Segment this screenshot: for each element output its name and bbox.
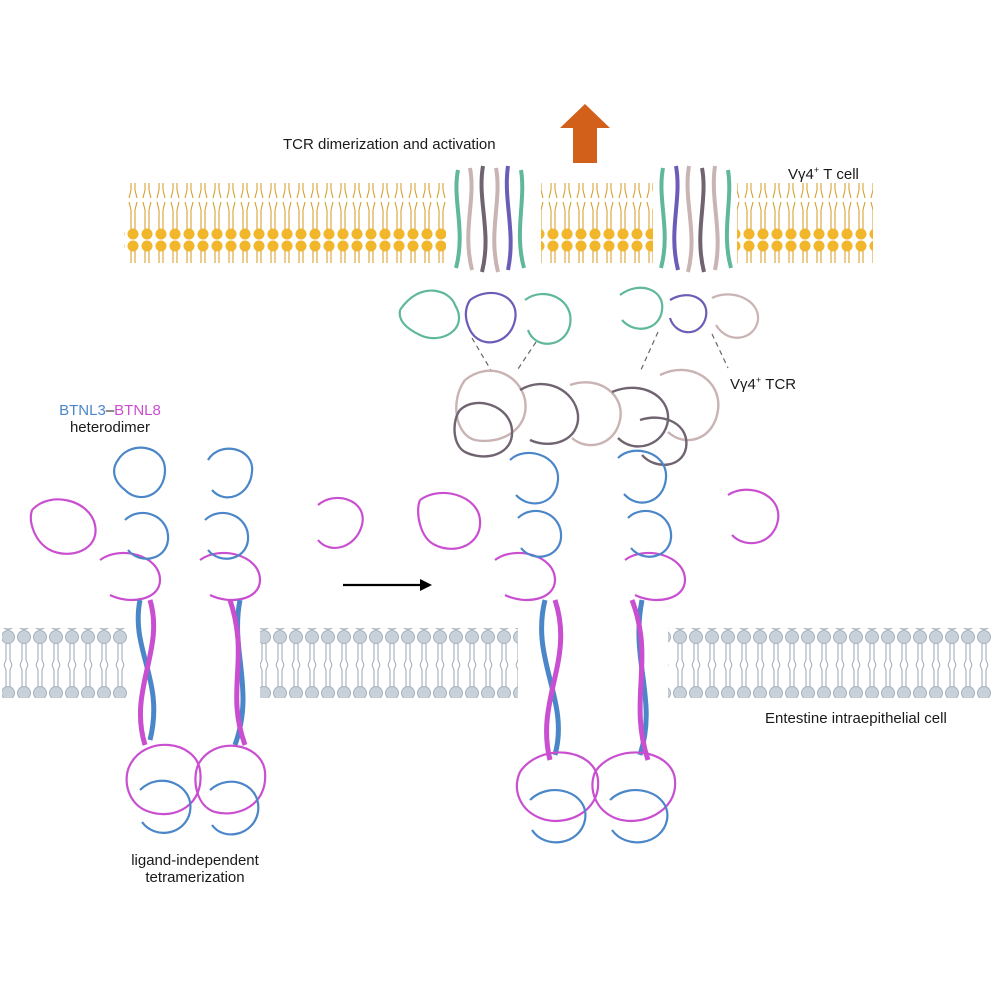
epithelial-membrane xyxy=(2,628,992,698)
btnl-tetramer-right xyxy=(417,449,780,844)
tcr-label: Vγ4+ TCR xyxy=(730,375,797,393)
epithelial-cell-label: Entestine intraepithelial cell xyxy=(765,710,947,727)
tetramerization-label: ligand-independent tetramerization xyxy=(131,852,259,886)
tcr-helix-bundle-left xyxy=(454,165,526,273)
tcr-helix-bundle-right xyxy=(659,165,733,273)
transition-arrow-icon xyxy=(343,579,432,591)
heterodimer-text: heterodimer xyxy=(69,419,151,436)
tcr-activation-label: TCR dimerization and activation xyxy=(283,136,496,153)
t-cell-label: Vγ4+ T cell xyxy=(788,165,859,183)
tcr-linker-lines xyxy=(471,331,729,373)
t-cell-membrane xyxy=(124,183,873,263)
btnl-tetramer-left xyxy=(29,446,364,836)
activation-arrow-icon xyxy=(560,104,610,163)
btnl8-label: BTNL8 xyxy=(114,402,161,419)
heterodimer-label: BTNL3–BTNL8 heterodimer xyxy=(59,402,161,436)
btnl3-label: BTNL3 xyxy=(59,402,106,419)
tcr-constant-domains xyxy=(398,286,760,345)
tcr-variable-domain xyxy=(453,368,720,467)
